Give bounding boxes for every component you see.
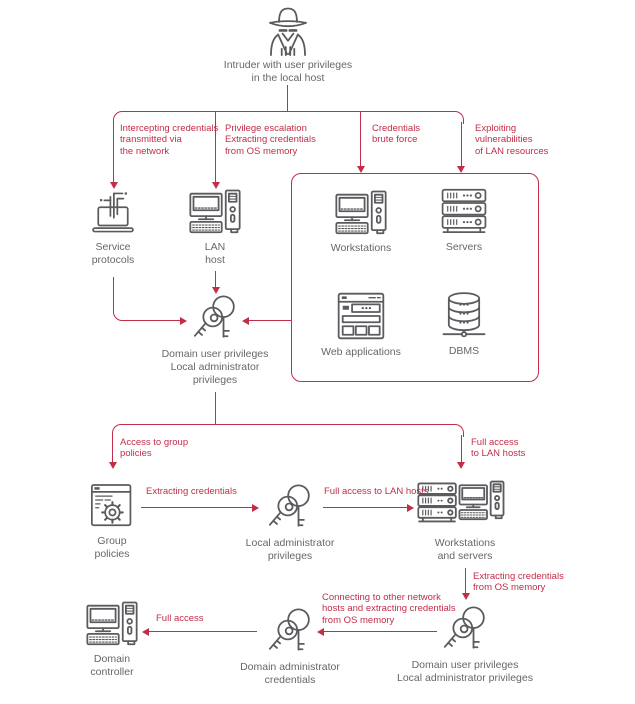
node-local-admin-privileges-label: Local administrator privileges — [245, 537, 335, 562]
connector-branch-middle — [112, 424, 464, 437]
edge-label-intercepting: Intercepting credentials transmitted via… — [120, 123, 219, 157]
connector-line — [112, 435, 113, 463]
node-lan-host-label: LAN host — [204, 241, 226, 266]
node-group-policies: Group policies — [62, 482, 162, 561]
servers-and-desktop-icon — [417, 477, 513, 532]
edge-label-full-access: Full access — [156, 613, 204, 624]
arrowhead — [180, 316, 187, 325]
database-icon — [439, 290, 489, 340]
desktop-computer-icon — [189, 189, 241, 236]
arrowhead — [462, 593, 470, 600]
connector-branch-top — [113, 111, 464, 124]
arrowhead — [212, 287, 220, 294]
node-dbms-label: DBMS — [448, 345, 480, 357]
node-domain-admin-credentials-label: Domain administrator credentials — [240, 661, 340, 686]
node-domain-controller-label: Domain controller — [90, 653, 134, 678]
node-web-applications: Web applications — [301, 291, 421, 359]
connector-corner — [113, 277, 182, 321]
connector-line — [149, 631, 257, 632]
arrowhead — [357, 166, 365, 173]
edge-label-extracting-credentials: Extracting credentials — [146, 486, 237, 497]
arrowhead — [242, 316, 249, 325]
node-web-applications-label: Web applications — [321, 346, 401, 358]
node-domain-user-privileges-label: Domain user privileges Local administrat… — [161, 348, 269, 386]
spy-icon — [259, 4, 317, 56]
gear-window-icon — [88, 482, 136, 530]
node-intruder-label: Intruder with user privileges in the loc… — [223, 59, 353, 84]
connector-line — [287, 85, 288, 112]
arrowhead — [252, 504, 259, 512]
node-servers: Servers — [414, 188, 514, 254]
edge-label-full-access-to-lan: Full access to LAN hosts — [471, 437, 526, 460]
keys-icon — [264, 480, 316, 532]
node-domain-admin-credentials: Domain administrator credentials — [215, 604, 365, 687]
node-workstations-and-servers-label: Workstations and servers — [434, 537, 496, 562]
arrowhead — [142, 628, 149, 636]
node-domain-user-privileges-2: Domain user privileges Local administrat… — [377, 602, 553, 685]
arrowhead — [109, 462, 117, 469]
desktop-computer-icon — [86, 601, 138, 648]
node-workstations: Workstations — [311, 190, 411, 255]
arrowhead — [110, 182, 118, 189]
connector-line — [465, 568, 466, 594]
node-lan-host: LAN host — [165, 189, 265, 267]
browser-window-icon — [336, 291, 386, 341]
network-laptop-icon — [87, 189, 139, 236]
connector-line — [460, 122, 462, 166]
arrowhead — [407, 504, 414, 512]
node-group-policies-label: Group policies — [94, 535, 130, 560]
node-dbms: DBMS — [414, 290, 514, 358]
connector-line — [323, 507, 407, 508]
edge-label-privilege-escalation: Privilege escalation Extracting credenti… — [225, 123, 316, 157]
edge-label-extracting-os-memory: Extracting credentials from OS memory — [473, 571, 564, 594]
connector-line — [324, 631, 437, 632]
node-domain-user-privileges: Domain user privileges Local administrat… — [140, 291, 290, 386]
edge-label-brute-force: Credentials brute force — [372, 123, 421, 146]
connector-line — [360, 112, 361, 166]
connector-line — [215, 271, 216, 288]
edge-label-connecting: Connecting to other network hosts and ex… — [322, 592, 456, 626]
desktop-computer-icon — [335, 190, 387, 237]
node-servers-label: Servers — [445, 241, 483, 253]
edge-label-full-access-lan-hosts: Full access to LAN hosts — [324, 486, 429, 497]
node-domain-controller: Domain controller — [62, 601, 162, 679]
keys-icon — [264, 604, 316, 656]
edge-label-exploiting: Exploiting vulnerabilities of LAN resour… — [475, 123, 549, 157]
node-service-protocols-label: Service protocols — [91, 241, 135, 266]
node-local-admin-privileges: Local administrator privileges — [215, 480, 365, 563]
node-workstations-label: Workstations — [330, 242, 392, 254]
connector-line — [141, 507, 252, 508]
keys-icon — [189, 291, 241, 343]
node-domain-user-privileges-2-label: Domain user privileges Local administrat… — [397, 659, 533, 684]
connector-line — [215, 112, 216, 182]
connector-line — [215, 392, 216, 425]
node-intruder: Intruder with user privileges in the loc… — [193, 4, 383, 85]
node-workstations-and-servers: Workstations and servers — [390, 477, 540, 563]
node-service-protocols: Service protocols — [63, 189, 163, 267]
arrowhead — [457, 166, 465, 173]
arrowhead — [457, 462, 465, 469]
edge-label-access-group-policies: Access to group policies — [120, 437, 189, 460]
arrowhead — [212, 182, 220, 189]
lan-resources-box — [291, 173, 539, 382]
connector-line — [460, 435, 462, 463]
server-stack-icon — [440, 188, 488, 236]
arrowhead — [317, 628, 324, 636]
connector-line — [113, 122, 114, 182]
connector-line — [249, 319, 291, 321]
